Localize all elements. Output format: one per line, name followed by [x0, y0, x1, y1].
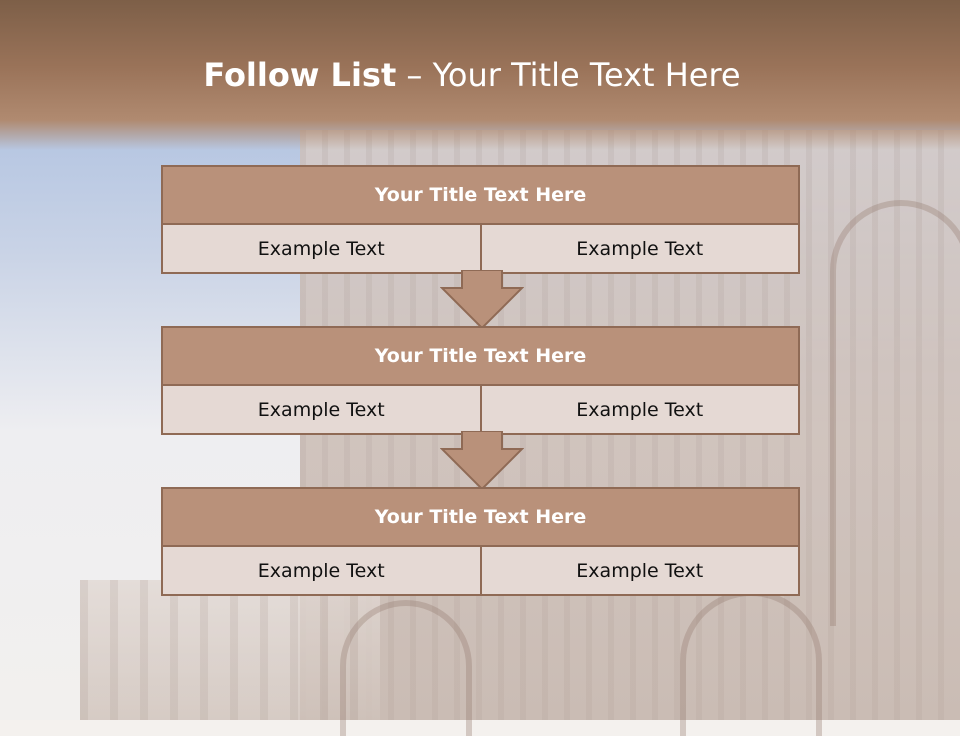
- arch-decoration: [340, 600, 472, 736]
- arch-decoration: [830, 200, 960, 626]
- step-cell-right: Example Text: [479, 386, 799, 433]
- slide-title-bold: Follow List: [203, 56, 397, 94]
- down-arrow-icon: [440, 270, 524, 330]
- step-box-1: Your Title Text Here Example Text Exampl…: [161, 165, 800, 274]
- down-arrow-icon: [440, 431, 524, 491]
- step-title: Your Title Text Here: [163, 167, 798, 225]
- header-band: [0, 0, 960, 150]
- step-box-2: Your Title Text Here Example Text Exampl…: [161, 326, 800, 435]
- step-row: Example Text Example Text: [163, 386, 798, 433]
- step-row: Example Text Example Text: [163, 225, 798, 272]
- slide-title-rest: – Your Title Text Here: [396, 56, 741, 94]
- step-cell-left: Example Text: [257, 559, 385, 582]
- step-cell-right: Example Text: [479, 547, 799, 594]
- arch-decoration: [680, 590, 822, 736]
- slide-title: Follow List – Your Title Text Here: [0, 56, 944, 94]
- step-title: Your Title Text Here: [163, 328, 798, 386]
- step-cell-left: Example Text: [257, 237, 385, 260]
- step-cell-right: Example Text: [479, 225, 799, 272]
- step-row: Example Text Example Text: [163, 547, 798, 594]
- step-title: Your Title Text Here: [163, 489, 798, 547]
- step-box-3: Your Title Text Here Example Text Exampl…: [161, 487, 800, 596]
- step-cell-left: Example Text: [257, 398, 385, 421]
- building-image-low: [80, 580, 380, 720]
